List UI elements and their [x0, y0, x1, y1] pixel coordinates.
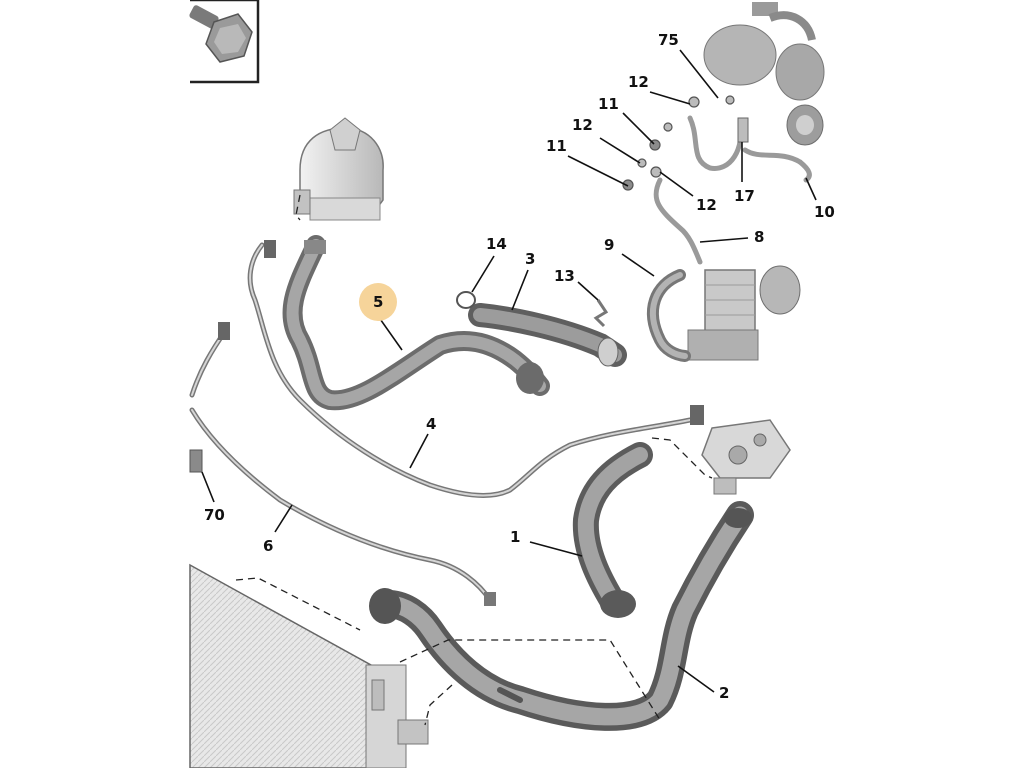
callout-75: 75 [658, 31, 679, 49]
callout-1: 1 [510, 528, 521, 546]
pipe-4 [247, 240, 704, 498]
callout-10: 10 [814, 203, 835, 221]
radiator [189, 563, 429, 768]
reference-dashes [235, 194, 713, 726]
turbo-pipes [653, 115, 812, 265]
highlight-circle [359, 283, 397, 321]
turbocharger [703, 2, 825, 146]
right-margin [834, 0, 1024, 768]
egr-cooler [687, 265, 801, 361]
callout-3: 3 [525, 250, 536, 268]
callout-12: 12 [628, 73, 649, 91]
callout-11: 11 [598, 95, 619, 113]
callout-8: 8 [754, 228, 765, 246]
pipe-6 [189, 322, 496, 606]
hose-3 [468, 303, 627, 367]
callout-17: 17 [734, 187, 755, 205]
callout-12: 12 [696, 196, 717, 214]
coolant-reservoir [293, 117, 384, 221]
callout-13: 13 [554, 267, 575, 285]
turbo-bracket [737, 117, 749, 143]
bolt-icon [189, 5, 253, 63]
callout-12: 12 [572, 116, 593, 134]
hose-5 [282, 235, 550, 411]
callout-6: 6 [263, 537, 274, 555]
thermostat-housing [701, 419, 791, 495]
callout-4: 4 [426, 415, 437, 433]
fittings [622, 95, 735, 191]
left-margin [0, 0, 190, 768]
hose-1 [572, 442, 653, 618]
callout-5: 5 [373, 293, 384, 311]
callout-70: 70 [204, 506, 225, 524]
callout-14: 14 [486, 235, 507, 253]
callout-11: 11 [546, 137, 567, 155]
hose-9 [646, 269, 691, 362]
leader-lines [201, 49, 817, 693]
hose-2 [369, 501, 754, 731]
clip-70 [189, 449, 203, 473]
bolt-inset [189, 0, 260, 84]
callout-2: 2 [719, 684, 730, 702]
o-ring-14 [456, 291, 476, 309]
callout-9: 9 [604, 236, 615, 254]
clip-13 [593, 299, 609, 328]
